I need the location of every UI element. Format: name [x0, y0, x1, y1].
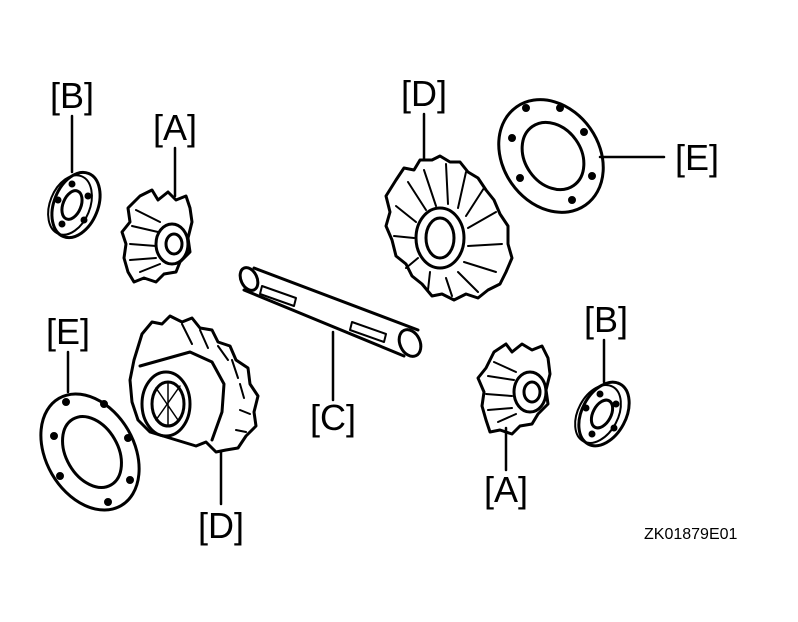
pinion-gear-bottom-right — [476, 342, 552, 436]
callout-b-top: [B] — [49, 75, 95, 116]
callout-e-left: [E] — [45, 311, 91, 352]
thrust-washer-bottom-left — [39, 392, 141, 512]
callout-a-bottom: [A] — [483, 469, 529, 510]
callout-e-right: [E] — [674, 137, 720, 178]
thrust-washer-top-right — [497, 98, 605, 214]
callout-b-right: [B] — [583, 299, 629, 340]
pinion-gear-top-left — [120, 188, 194, 284]
callout-d-bottom: [D] — [197, 505, 245, 546]
callout-d-top: [D] — [400, 73, 448, 114]
side-gear-bottom — [128, 314, 260, 454]
pinion-shaft — [238, 266, 423, 358]
side-gear-top — [384, 154, 514, 302]
leader-lines — [66, 112, 666, 506]
callout-a-top: [A] — [152, 107, 198, 148]
thrust-washer-bottom-right — [574, 380, 631, 448]
figure-code: ZK01879E01 — [644, 526, 738, 543]
thrust-washer-top-left — [47, 170, 102, 240]
callout-c: [C] — [309, 397, 357, 438]
